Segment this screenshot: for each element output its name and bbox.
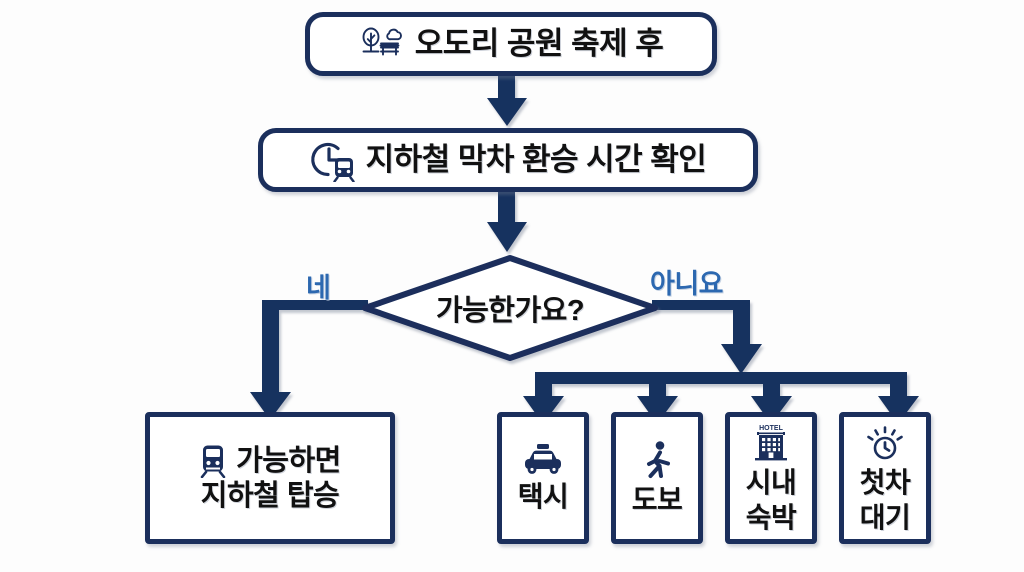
hotel-icon-caption: HOTEL (759, 425, 783, 432)
node-check-label: 지하철 막차 환승 시간 확인 (365, 141, 707, 177)
node-taxi[interactable]: 택시 (497, 412, 589, 544)
arrow-start-to-check (487, 76, 527, 126)
sunrise-clock-icon (862, 423, 908, 463)
node-hotel[interactable]: HOTEL (725, 412, 817, 544)
node-subway[interactable]: 가능하면 지하철 탑승 (145, 412, 395, 544)
node-start-label: 오도리 공원 축제 후 (414, 25, 664, 61)
taxi-icon (520, 443, 566, 477)
park-bench-tree-cloud-icon (359, 23, 405, 65)
node-wait-label-line1: 첫차 (859, 466, 911, 498)
node-walk-label: 도보 (631, 484, 683, 516)
node-decision-label: 가능한가요? (435, 295, 585, 327)
arrow-check-to-decision (487, 192, 527, 252)
node-subway-label-line2: 지하철 탑승 (200, 479, 340, 512)
walking-person-icon (638, 440, 676, 480)
node-check[interactable]: 지하철 막차 환승 시간 확인 (258, 128, 758, 192)
node-wait-label-line2: 대기 (859, 502, 911, 533)
node-wait[interactable]: 첫차 대기 (839, 412, 931, 544)
node-hotel-label-line2: 숙박 (745, 502, 797, 533)
hotel-building-icon: HOTEL (745, 423, 797, 463)
branch-label-yes: 네 (306, 273, 331, 303)
arrow-to-wait (878, 372, 919, 424)
arrow-yes-branch (250, 300, 368, 420)
node-subway-label-line1: 가능하면 (236, 444, 341, 477)
node-decision[interactable]: 가능한가요? (365, 258, 655, 358)
arrow-to-walk (637, 372, 678, 424)
node-taxi-label: 택시 (517, 481, 569, 513)
distribution-bar (535, 372, 907, 384)
arrow-to-taxi (523, 372, 564, 424)
node-walk[interactable]: 도보 (611, 412, 703, 544)
branch-label-no: 아니요 (650, 269, 724, 299)
train-icon (199, 444, 227, 478)
arrow-to-hotel (751, 372, 792, 424)
node-hotel-label-line1: 시내 (745, 466, 797, 498)
clock-train-icon (310, 138, 356, 182)
arrow-no-branch (652, 300, 762, 374)
node-start[interactable]: 오도리 공원 축제 후 (305, 12, 717, 76)
decision-diamond-shape (362, 255, 658, 361)
